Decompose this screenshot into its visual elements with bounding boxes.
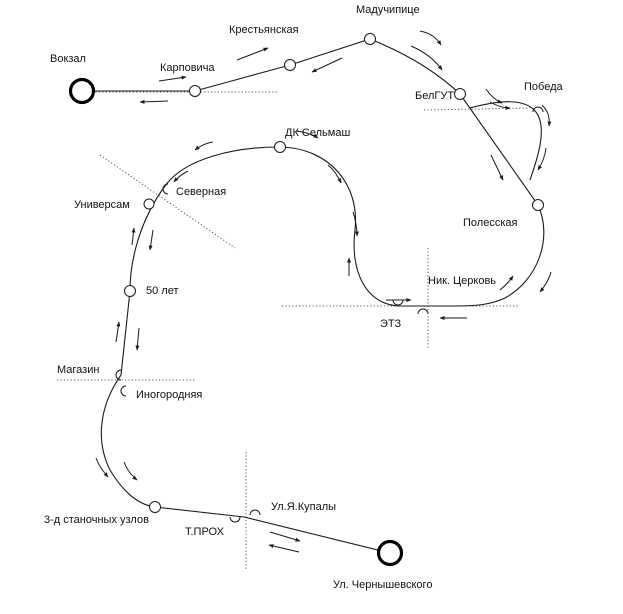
stop-label-stanochnyh-uzlov: 3-д станочных узлов [44, 514, 149, 526]
route-main-line [82, 38, 545, 554]
stop-label-severnaya: Северная [176, 186, 226, 198]
stop-marker-magazin [115, 369, 122, 381]
stop-label-ul-chernyshevskogo: Ул. Чернышевского [333, 579, 432, 591]
direction-arrow [537, 147, 547, 171]
stop-marker-maduchipitse [364, 33, 376, 45]
stop-marker-50-let [124, 285, 136, 297]
stop-marker-pobeda [532, 106, 544, 113]
direction-arrow [539, 271, 552, 293]
stop-label-maduchipitse: Мадучипице [356, 4, 420, 16]
stop-label-vokzal: Вокзал [50, 53, 86, 65]
stop-marker-inogorodnyaya [120, 385, 127, 397]
stop-label-etz: ЭТЗ [380, 318, 402, 330]
stop-label-inogorodnyaya: Иногородняя [136, 389, 202, 401]
direction-arrow [489, 101, 511, 110]
direction-arrow [541, 104, 552, 127]
direction-arrow [485, 88, 503, 104]
stop-label-polesskaya: Полесская [463, 217, 517, 229]
stop-marker-universam [143, 198, 155, 210]
dotted-line-belgut [423, 107, 531, 111]
stop-labels: Вокзал Карповича Крестьянская Мадучипице… [44, 4, 563, 591]
route-pobeda-loop [469, 101, 542, 181]
stop-label-magazin: Магазин [57, 364, 99, 376]
stop-marker-karpovicha [189, 85, 201, 97]
stop-label-pobeda: Победа [524, 81, 563, 93]
stop-label-nik-tserkov: Ник. Церковь [428, 275, 496, 287]
stop-label-ul-kupaly: Ул.Я.Купалы [271, 501, 336, 513]
direction-arrow [139, 99, 169, 104]
direction-arrow [327, 164, 342, 184]
direction-arrow [123, 461, 138, 481]
dotted-line-severnaya-diag [99, 154, 236, 249]
terminal-marker-ul-chernyshevskogo [376, 539, 404, 567]
direction-arrow [269, 531, 301, 542]
terminal-marker-vokzal [68, 77, 96, 105]
direction-arrow [295, 130, 319, 139]
stop-marker-t-proh [229, 516, 241, 523]
direction-arrow [173, 170, 189, 183]
stop-marker-nik-tserkov [417, 308, 429, 315]
stop-marker-polesskaya [532, 199, 544, 211]
direction-arrow [352, 211, 359, 237]
stop-marker-dk-selmash [274, 141, 286, 153]
direction-arrow [236, 47, 269, 61]
direction-arrow [311, 57, 343, 73]
direction-arrow [499, 275, 514, 291]
dotted-guides [57, 91, 531, 570]
stop-label-dk-selmash: ДК Сельмаш [285, 127, 350, 139]
stop-label-50-let: 50 лет [146, 285, 179, 297]
direction-arrow [194, 141, 214, 151]
stop-label-t-proh: Т.ПРОХ [185, 526, 225, 538]
direction-arrow [490, 154, 504, 181]
direction-arrow [158, 75, 187, 82]
direction-arrow [410, 45, 443, 71]
direction-arrow [115, 321, 121, 343]
direction-arrow [95, 457, 109, 478]
stop-marker-krestyanskaya [284, 59, 296, 71]
stop-marker-etz [392, 299, 404, 306]
stop-marker-severnaya [162, 183, 169, 195]
stop-label-universam: Универсам [74, 199, 130, 211]
stop-marker-ul-kupaly [249, 509, 261, 516]
stops [68, 33, 544, 567]
direction-arrow [268, 544, 300, 553]
stop-label-belgut: БелГУТ [415, 90, 454, 102]
stop-label-krestyanskaya: Крестьянская [229, 24, 299, 36]
stop-marker-belgut [454, 88, 466, 100]
direction-arrow [131, 227, 136, 246]
direction-arrows [95, 30, 552, 553]
direction-arrow [419, 30, 442, 46]
direction-arrow [135, 327, 140, 351]
stop-label-karpovicha: Карповича [160, 62, 215, 74]
stop-marker-stanochnyh-uzlov [149, 501, 161, 513]
direction-arrow [148, 229, 154, 251]
